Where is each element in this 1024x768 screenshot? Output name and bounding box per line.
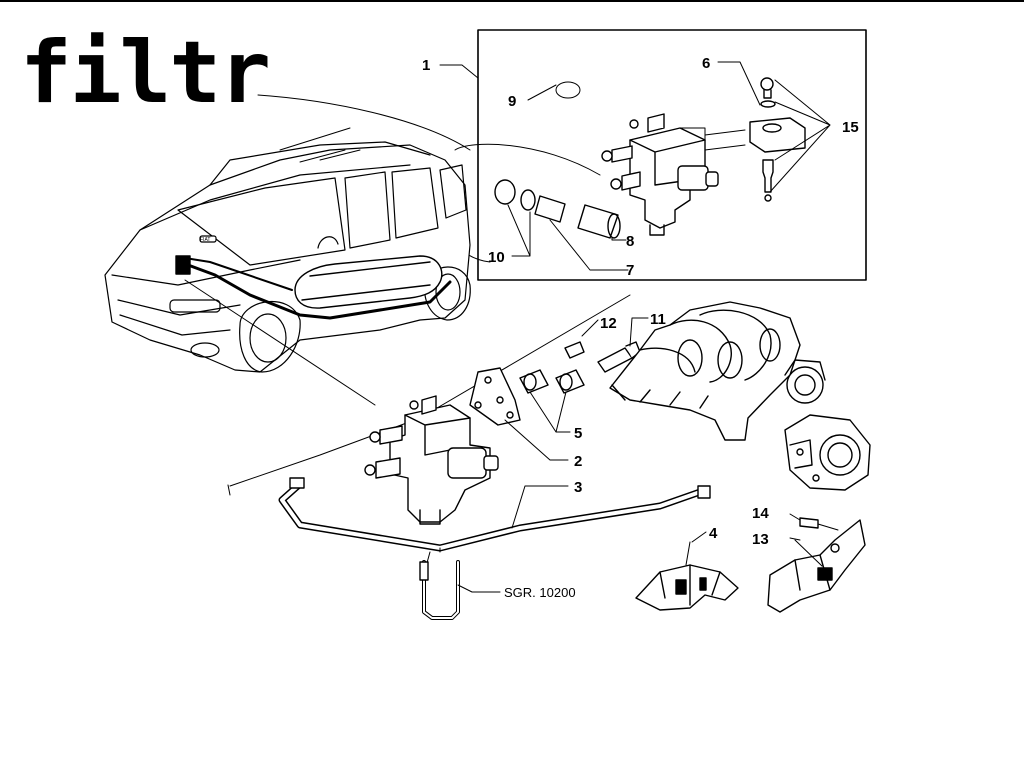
callout-2: 2 xyxy=(574,453,582,470)
callout-10: 10 xyxy=(488,249,505,266)
throttle-body xyxy=(784,414,871,491)
inset-bracket-6 xyxy=(749,77,806,202)
callout-14: 14 xyxy=(752,505,769,522)
sgr-pipe xyxy=(419,560,501,620)
inset-filter-parts xyxy=(494,179,621,239)
bracket-4 xyxy=(635,541,739,611)
car-badge: FIAT xyxy=(200,237,210,243)
callout-7: 7 xyxy=(626,262,634,279)
callout-3: 3 xyxy=(574,479,582,496)
callout-1: 1 xyxy=(422,57,430,74)
callout-5: 5 xyxy=(574,425,582,442)
car-outline xyxy=(104,127,471,373)
callout-8: 8 xyxy=(626,233,634,250)
inset-detail-box xyxy=(257,29,867,281)
main-valve-assembly xyxy=(364,395,499,525)
handwritten-annotation: filtr xyxy=(20,23,271,123)
callout-11: 11 xyxy=(650,311,666,328)
leader-car-to-valve xyxy=(184,279,376,406)
bracket-2 xyxy=(469,367,521,426)
top-border xyxy=(0,0,1024,2)
bracket-13 xyxy=(767,517,866,613)
callout-4: 4 xyxy=(709,525,718,542)
hose-3 xyxy=(278,477,711,571)
car-lpg-tank xyxy=(175,255,452,320)
intake-manifold xyxy=(609,301,826,441)
callout-13: 13 xyxy=(752,531,769,548)
reference-label: SGR. 10200 xyxy=(504,585,576,600)
sleeves-5 xyxy=(519,369,585,394)
callout-labels: 1 2 3 4 5 6 7 8 9 10 11 12 13 14 15 SGR.… xyxy=(200,55,859,600)
callout-15: 15 xyxy=(842,119,859,136)
callout-leaders xyxy=(439,61,831,543)
callout-9: 9 xyxy=(508,93,516,110)
callout-12: 12 xyxy=(600,315,617,332)
callout-6: 6 xyxy=(702,55,710,72)
inset-valve-block xyxy=(601,113,746,236)
